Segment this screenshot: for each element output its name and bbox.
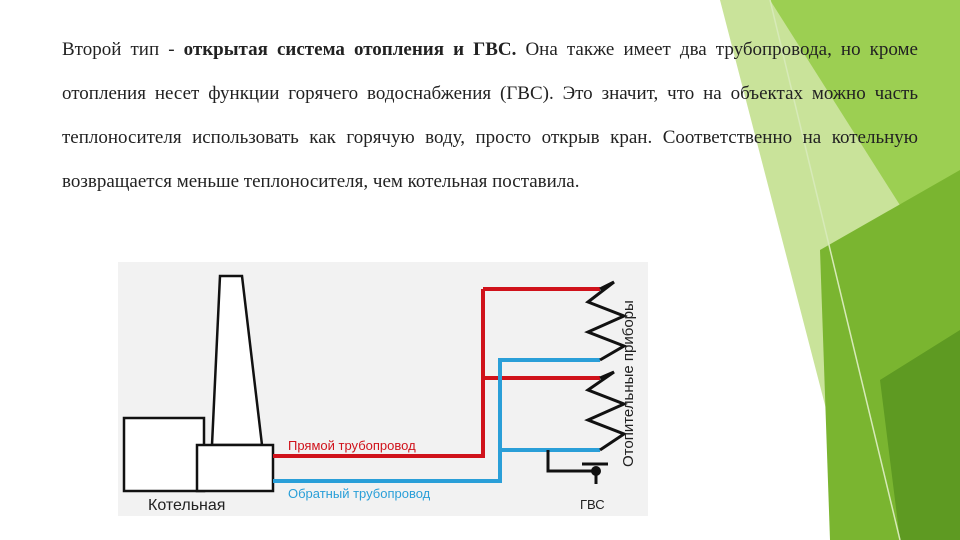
radiator-lower	[584, 370, 628, 452]
boiler-unit	[195, 443, 275, 493]
hot-water-label: ГВС	[580, 497, 605, 512]
supply-label: Прямой трубопровод	[288, 438, 416, 453]
return-pipe	[273, 358, 600, 483]
hot-water-pipe	[546, 450, 596, 473]
green-shape-bottom	[880, 330, 960, 540]
boiler-building	[122, 416, 206, 493]
paragraph-lead: Второй тип -	[62, 39, 175, 60]
heating-diagram: Котельная Прямой трубопровод Обратный тр…	[118, 262, 648, 516]
paragraph-bold: открытая система отопления и ГВС.	[183, 39, 517, 60]
supply-pipe	[273, 376, 600, 458]
body-paragraph: Второй тип - открытая система отопления …	[62, 28, 918, 204]
boiler-label: Котельная	[148, 497, 225, 514]
radiator-upper	[584, 280, 628, 362]
paragraph-rest: Она также имеет два трубопровода, но кро…	[62, 39, 918, 192]
return-label: Обратный трубопровод	[288, 486, 431, 501]
water-tap-icon	[591, 466, 601, 476]
radiators-label: Отопительные приборы	[620, 300, 637, 467]
green-thin-line	[769, 0, 901, 540]
